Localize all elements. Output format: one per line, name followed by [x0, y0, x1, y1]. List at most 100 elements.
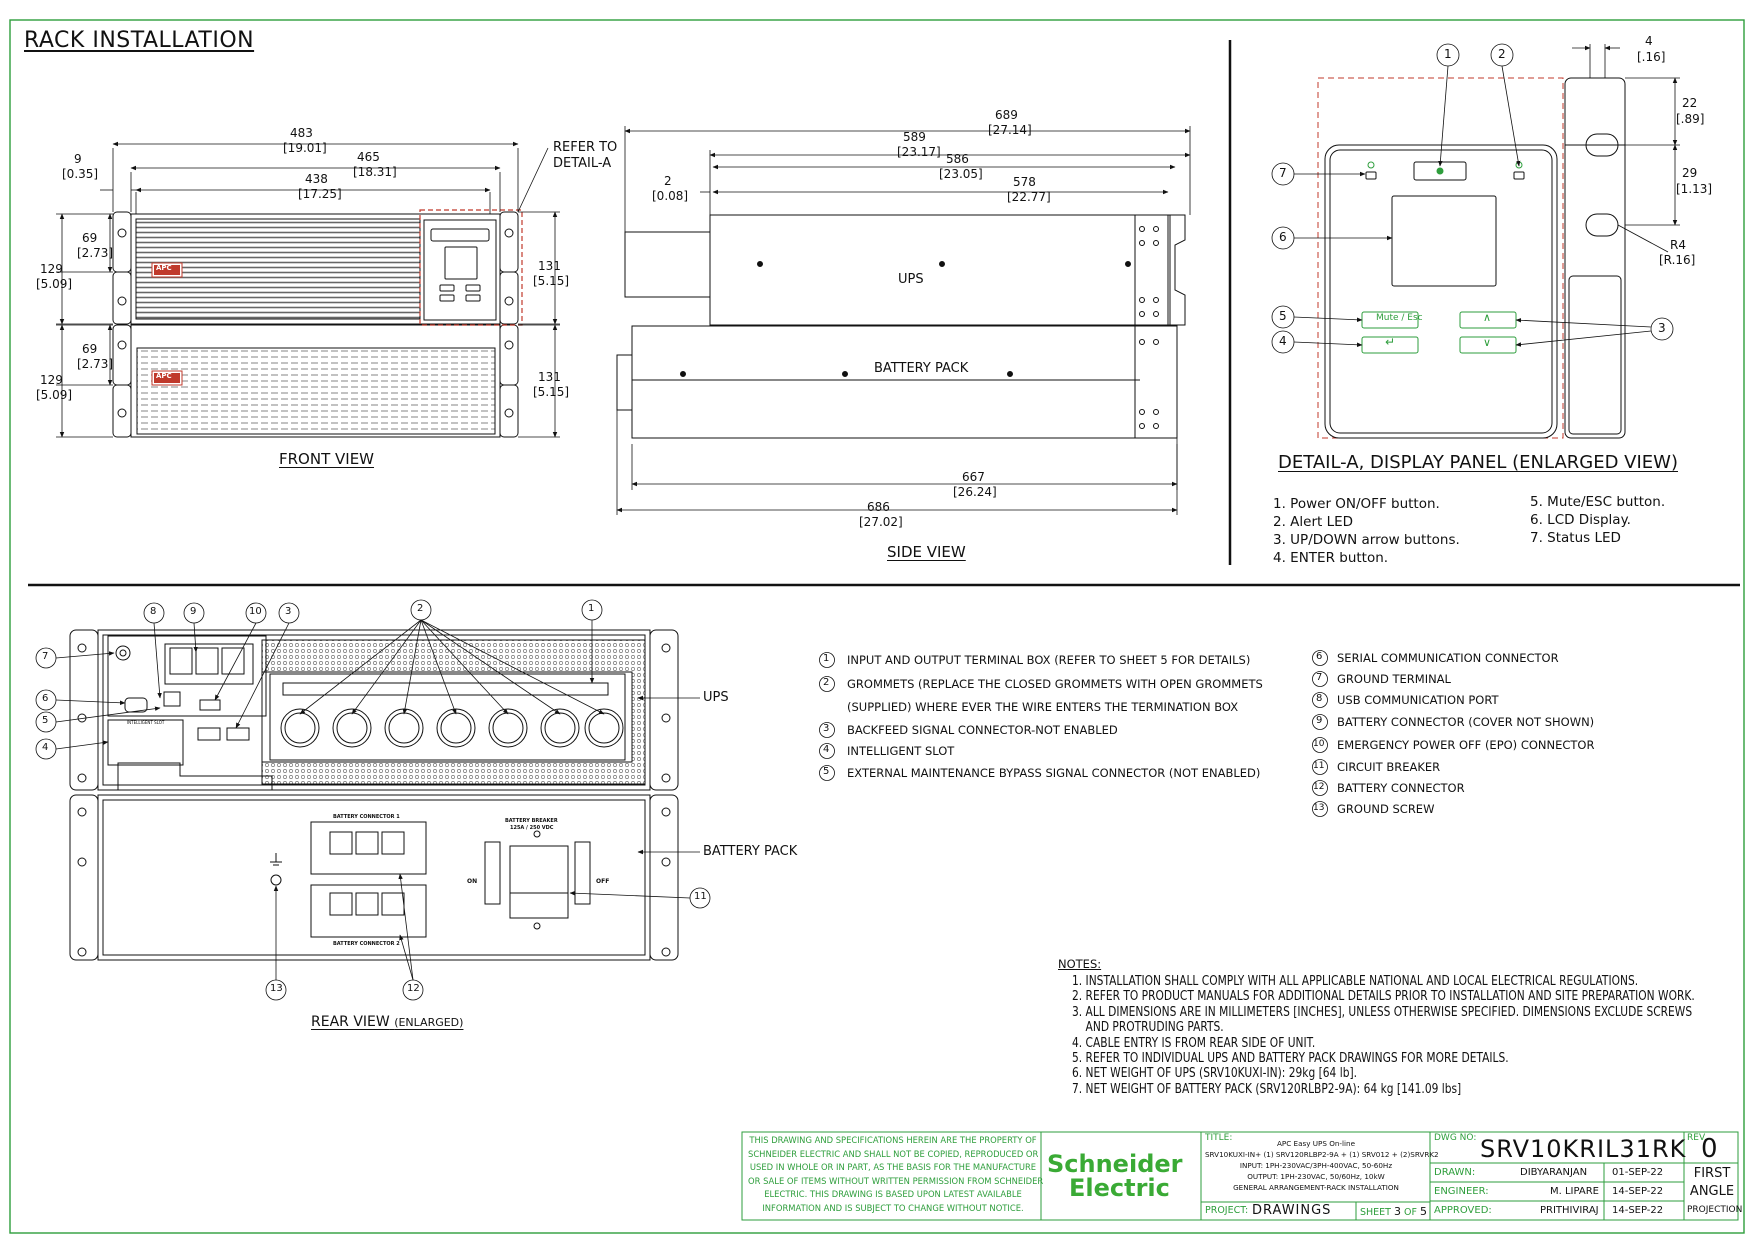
rear-view-label: REAR VIEW (ENLARGED)	[311, 1014, 463, 1030]
legend-num-4: 4	[823, 744, 830, 755]
dim-438: 438	[305, 172, 328, 186]
dim-r4: R4	[1670, 238, 1686, 252]
title-label: TITLE:	[1205, 1133, 1233, 1143]
detail-item-4: 4. ENTER button.	[1273, 550, 1389, 566]
legend-text-9: BATTERY CONNECTOR (COVER NOT SHOWN)	[1337, 715, 1595, 729]
mute-esc-button: Mute / Esc	[1376, 313, 1423, 323]
rear-ups-label: UPS	[703, 690, 729, 705]
title-line-2: SRV10KUXI-IN+ (1) SRV120RLBP2-9A + (1) S…	[1205, 1150, 1439, 1159]
dim-686-in: [27.02]	[859, 515, 903, 529]
note-1: 1. INSTALLATION SHALL COMPLY WITH ALL AP…	[1072, 974, 1639, 989]
detail-a-ref: DETAIL-A	[553, 156, 612, 171]
enter-icon: ↵	[1385, 335, 1396, 349]
dim-2: 2	[664, 174, 672, 188]
breaker-off-label: OFF	[596, 878, 610, 885]
note-7: 7. NET WEIGHT OF BATTERY PACK (SRV120RLB…	[1072, 1081, 1462, 1097]
dim-r4-in: [R.16]	[1659, 253, 1696, 267]
disclaimer-line-2: SCHNEIDER ELECTRIC AND SHALL NOT BE COPI…	[748, 1148, 1039, 1159]
projection-line-2: ANGLE	[1689, 1184, 1735, 1199]
disclaimer-line-6: INFORMATION AND IS SUBJECT TO CHANGE WIT…	[762, 1202, 1024, 1213]
sheet-label: SHEET	[1360, 1207, 1391, 1218]
legend-num-7: 7	[1316, 672, 1323, 683]
battery-connector-2-label: BATTERY CONNECTOR 2	[333, 941, 400, 947]
dim-22: 22	[1682, 96, 1698, 110]
legend-text-8: USB COMMUNICATION PORT	[1337, 693, 1499, 707]
detail-callout-3: 3	[1658, 321, 1666, 335]
approved-date: 14-SEP-22	[1612, 1205, 1664, 1216]
dim-131a-in: [5.15]	[533, 274, 570, 288]
legend-num-11: 11	[1313, 761, 1325, 771]
sheet-border	[9, 19, 1745, 1234]
rear-view-battery	[69, 794, 679, 961]
rear-callout-1: 1	[588, 603, 595, 614]
legend-text-4: INTELLIGENT SLOT	[847, 744, 955, 758]
legend-num-3: 3	[823, 723, 830, 734]
dim-465: 465	[357, 150, 380, 164]
rev-label: REV.	[1687, 1133, 1707, 1143]
dim-689-in: [27.14]	[988, 123, 1032, 137]
intelligent-slot-label: INTELLIGENT SLOT	[127, 720, 165, 725]
rev-value: 0	[1701, 1134, 1718, 1164]
legend-text-13: GROUND SCREW	[1337, 802, 1435, 816]
up-arrow-icon: ∧	[1483, 311, 1492, 324]
side-view-drawing	[616, 214, 1186, 439]
rear-callout-7: 7	[42, 651, 49, 662]
projection-line-3: PROJECTION	[1687, 1205, 1743, 1215]
rear-callout-10: 10	[249, 606, 262, 617]
dim-4-in: [.16]	[1637, 50, 1666, 64]
dim-578-in: [22.77]	[1007, 190, 1051, 204]
rear-callout-12: 12	[407, 983, 420, 994]
legend-circles	[819, 650, 1328, 817]
detail-a-items-left: 1. Power ON/OFF button. 2. Alert LED 3. …	[1273, 495, 1460, 567]
dim-129a-in: [5.09]	[36, 277, 73, 291]
approved-by: PRITHIVIRAJ	[1540, 1205, 1599, 1216]
sheet-info: SHEET 3 OF 5	[1360, 1205, 1427, 1218]
legend-num-10: 10	[1313, 739, 1325, 749]
detail-a-items-right: 5. Mute/ESC button. 6. LCD Display. 7. S…	[1530, 493, 1665, 547]
dim-483: 483	[290, 126, 313, 140]
legend-num-13: 13	[1313, 803, 1325, 813]
legend-num-12: 12	[1313, 782, 1325, 792]
note-3-cont: AND PROTRUDING PARTS.	[1072, 1020, 1224, 1036]
dim-465-in: [18.31]	[353, 165, 397, 179]
front-view-label: FRONT VIEW	[279, 450, 375, 468]
dim-578: 578	[1013, 175, 1036, 189]
side-ups-label: UPS	[898, 272, 924, 287]
detail-callout-6: 6	[1279, 230, 1287, 244]
projection: FIRST ANGLE PROJECTION	[1687, 1165, 1743, 1219]
detail-callout-1: 1	[1444, 47, 1452, 61]
sheet-num: 3	[1394, 1205, 1402, 1218]
apc-logo-ups: APC	[156, 264, 172, 272]
rear-callout-6: 6	[42, 693, 49, 704]
legend-text-12: BATTERY CONNECTOR	[1337, 781, 1465, 795]
notes-list: 1. INSTALLATION SHALL COMPLY WITH ALL AP…	[1072, 974, 1695, 1097]
side-view-label: SIDE VIEW	[887, 543, 966, 561]
dim-9-in: [0.35]	[62, 167, 99, 181]
dwg-no-value: SRV10KRIL31RK	[1480, 1135, 1687, 1163]
note-4: 4. CABLE ENTRY IS FROM REAR SIDE OF UNIT…	[1072, 1035, 1316, 1051]
detail-a-drawing	[1317, 77, 1626, 439]
side-battery-label: BATTERY PACK	[874, 361, 969, 376]
engineer-label: ENGINEER:	[1434, 1186, 1489, 1197]
title-line-1: APC Easy UPS On-line	[1276, 1139, 1355, 1148]
rear-view-ups	[69, 629, 679, 791]
rear-callout-13: 13	[270, 983, 283, 994]
legend-text-6: SERIAL COMMUNICATION CONNECTOR	[1337, 651, 1559, 665]
dim-69a-in: [2.73]	[77, 246, 114, 260]
breaker-on-label: ON	[467, 878, 478, 885]
apc-logo-battery: APC	[156, 372, 172, 380]
title-line-5: GENERAL ARRANGEMENT-RACK INSTALLATION	[1233, 1183, 1399, 1192]
dim-29: 29	[1682, 166, 1698, 180]
rear-view-title: REAR VIEW	[311, 1014, 390, 1030]
note-6: 6. NET WEIGHT OF UPS (SRV10KUXI-IN): 29k…	[1072, 1066, 1358, 1082]
engineer-name: M. LIPARE	[1550, 1186, 1600, 1197]
logo-line-1: Schneider	[1047, 1150, 1183, 1178]
battery-connector-1-label: BATTERY CONNECTOR 1	[333, 814, 400, 820]
rear-view-subtitle: (ENLARGED)	[394, 1016, 464, 1029]
projection-line-1: FIRST	[1693, 1166, 1731, 1181]
sheet-total: 5	[1420, 1205, 1428, 1218]
disclaimer-line-3: USED IN WHOLE OR IN PART, AS THE BASIS F…	[749, 1162, 1037, 1172]
dim-667: 667	[962, 470, 985, 484]
note-5: 5. REFER TO INDIVIDUAL UPS AND BATTERY P…	[1072, 1051, 1509, 1067]
dim-129b: 129	[40, 373, 63, 387]
